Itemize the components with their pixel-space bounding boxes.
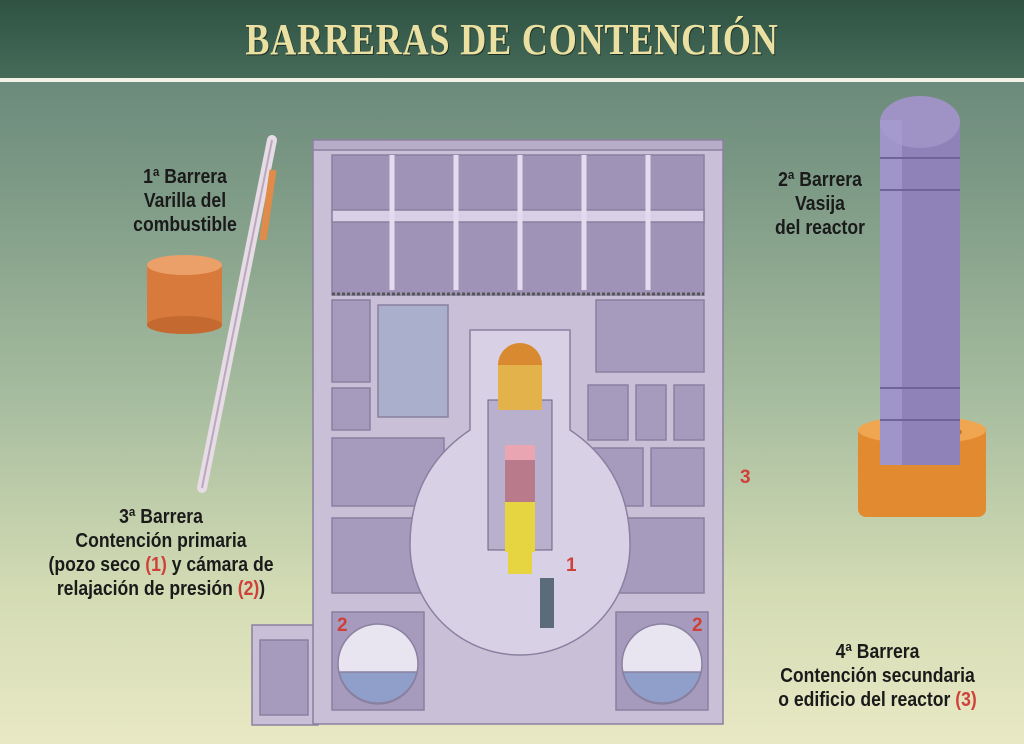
ref-drywell: (1) (145, 554, 167, 576)
barrier3-title: 3ª Barrera (119, 506, 203, 528)
marker-suppression-left: 2 (337, 615, 348, 636)
barrier1-label: 1ª Barrera Varilla del combustible (110, 165, 260, 237)
barrier2-line2: Vasija (795, 193, 845, 215)
barrier2-title: 2ª Barrera (778, 169, 862, 191)
title-bar: BARRERAS DE CONTENCIÓN (0, 0, 1024, 82)
page-title: BARRERAS DE CONTENCIÓN (245, 15, 779, 64)
reactor-vessel (858, 96, 986, 517)
barrier3-line2: Contención primaria (75, 530, 247, 552)
barrier3-line4b: ) (259, 578, 266, 600)
ref-suppression: (2) (237, 578, 260, 600)
fuel-rod (197, 135, 277, 493)
barrier1-line2: Varilla del (143, 190, 227, 212)
barrier2-line3: del reactor (774, 217, 865, 239)
barrier3-line3b: y cámara de (166, 554, 274, 576)
fuel-pellet (147, 255, 222, 334)
ref-building: (3) (955, 689, 977, 711)
barrier1-title: 1ª Barrera (143, 166, 227, 188)
marker-suppression-right: 2 (692, 615, 703, 636)
barrier4-line2: Contención secundaria (780, 665, 975, 687)
barrier4-line3a: o edificio del reactor (778, 689, 956, 711)
barrier2-label: 2ª Barrera Vasija del reactor (754, 168, 886, 240)
reactor-core (487, 343, 554, 628)
barrier3-line3a: (pozo seco (48, 554, 146, 576)
marker-building: 3 (740, 467, 751, 488)
barrier1-line3: combustible (133, 214, 237, 236)
barrier3-line4a: relajación de presión (56, 578, 238, 600)
marker-drywell: 1 (566, 555, 577, 576)
barrier4-title: 4ª Barrera (835, 641, 920, 663)
barrier4-label: 4ª Barrera Contención secundaria o edifi… (752, 640, 1003, 712)
barrier3-label: 3ª Barrera Contención primaria (pozo sec… (19, 505, 302, 601)
